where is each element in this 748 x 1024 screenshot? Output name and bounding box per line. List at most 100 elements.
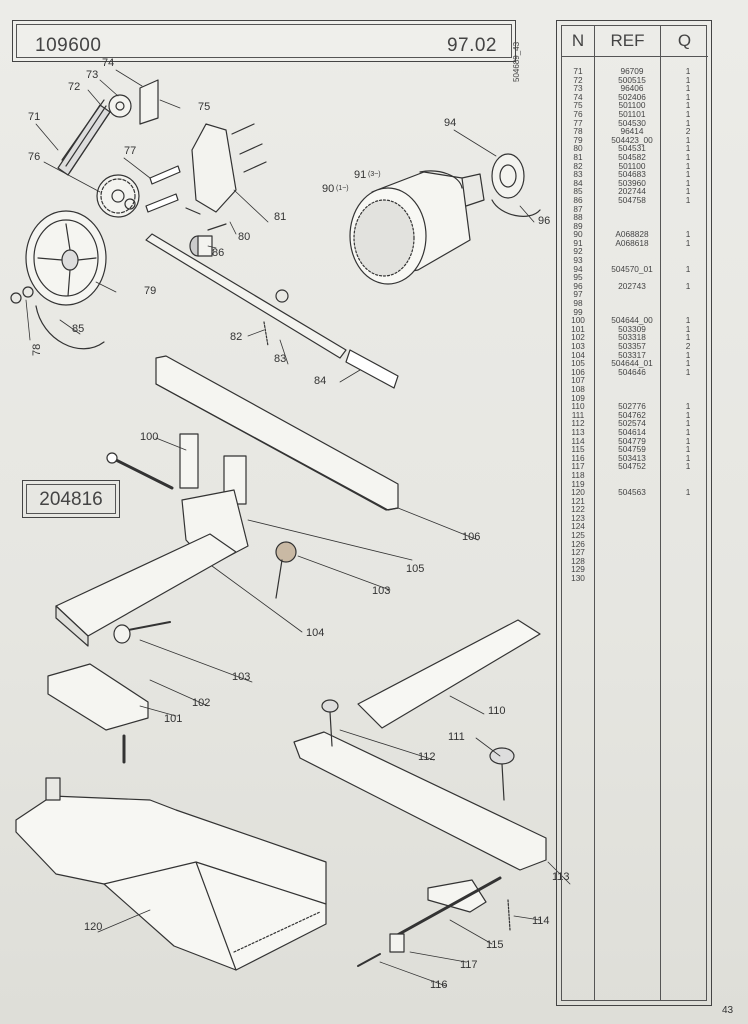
header-n: N xyxy=(562,26,594,57)
row-number: 88 xyxy=(573,212,583,223)
row-ref: 503317 xyxy=(618,349,646,360)
callout-83: 83 xyxy=(274,353,286,365)
row-number: 114 xyxy=(571,435,585,446)
callout-86: 86 xyxy=(212,247,224,259)
row-number: 107 xyxy=(571,375,585,386)
row-number: 104 xyxy=(571,349,585,360)
row-qty: 1 xyxy=(685,108,691,119)
callout-81: 81 xyxy=(274,211,286,223)
row-number: 92 xyxy=(573,246,583,257)
row-number: 103 xyxy=(571,341,585,351)
page-number: 43 xyxy=(722,1005,734,1016)
row-qty: 1 xyxy=(685,169,691,180)
arm-washer-part xyxy=(275,289,289,303)
knob-111-part xyxy=(489,747,515,801)
row-qty: 1 xyxy=(685,401,691,412)
table-row: 93 xyxy=(562,256,708,265)
row-number: 78 xyxy=(573,126,583,137)
spring-82-part xyxy=(263,321,269,347)
row-qty: 1 xyxy=(685,444,691,455)
row-ref: 504644_00 xyxy=(611,315,653,326)
revision-date: 97.02 xyxy=(446,35,497,56)
row-qty: 1 xyxy=(685,452,691,463)
table-row: 119 xyxy=(562,479,708,489)
row-number: 86 xyxy=(573,194,583,205)
row-number: 106 xyxy=(571,366,585,377)
callout-75: 75 xyxy=(198,101,210,113)
row-ref: 96414 xyxy=(620,126,644,137)
row-number: 76 xyxy=(573,108,583,119)
callout-117: 117 xyxy=(460,959,478,971)
row-ref: 504563 xyxy=(618,487,646,498)
row-ref: 96406 xyxy=(620,83,644,94)
belt-96-part xyxy=(491,199,541,217)
row-qty: 2 xyxy=(685,341,691,351)
row-number: 81 xyxy=(573,151,583,162)
row-qty: 1 xyxy=(685,237,691,248)
row-qty: 1 xyxy=(685,409,691,420)
sub-assembly-box: 204816 xyxy=(22,480,120,518)
row-number: 130 xyxy=(571,573,585,584)
row-qty: 1 xyxy=(685,143,691,154)
table-row: 127 xyxy=(562,548,708,557)
row-number: 110 xyxy=(571,401,585,412)
table-row: 123 xyxy=(562,514,708,523)
table-row: 121 xyxy=(562,497,708,506)
angle-bracket-part xyxy=(55,489,249,647)
row-number: 124 xyxy=(571,521,585,532)
row-number: 83 xyxy=(573,169,583,180)
row-qty: 1 xyxy=(685,177,691,188)
row-qty: 1 xyxy=(685,315,691,326)
row-ref: 503413 xyxy=(618,452,646,463)
row-number: 102 xyxy=(571,332,585,343)
row-number: 112 xyxy=(571,418,585,429)
pins-part xyxy=(145,165,181,213)
leader-lines xyxy=(25,69,571,987)
row-number: 95 xyxy=(573,272,583,283)
row-ref: 502574 xyxy=(618,418,646,429)
row-qty: 1 xyxy=(685,263,691,274)
row-qty: 1 xyxy=(685,487,691,498)
clamp-handle-part xyxy=(113,541,297,644)
callout-114: 114 xyxy=(532,915,550,927)
row-qty: 1 xyxy=(685,134,691,145)
product-code: 109600 xyxy=(35,35,102,56)
callout-110: 110 xyxy=(488,705,506,717)
callout-94: 94 xyxy=(444,117,456,129)
row-number: 74 xyxy=(573,91,583,102)
row-ref: A068618 xyxy=(615,237,649,248)
callout-labels: 71 72 73 74 75 76 77 78 79 80 81 82 83 8… xyxy=(28,57,570,991)
row-qty: 1 xyxy=(685,358,691,369)
row-number: 94 xyxy=(573,263,583,274)
table-row: 125 xyxy=(562,531,708,540)
table-row: 108 xyxy=(562,385,708,394)
row-number: 113 xyxy=(571,426,585,437)
row-qty: 1 xyxy=(685,426,691,437)
row-number: 79 xyxy=(573,134,583,145)
row-ref: 501100 xyxy=(618,160,646,171)
small-sprocket-part xyxy=(108,94,132,118)
callout-90-suffix: (1~) xyxy=(336,185,349,192)
row-ref: 504779 xyxy=(618,435,646,446)
shaft-bracket-part xyxy=(389,876,511,953)
row-qty: 1 xyxy=(685,194,691,205)
label-plate-part xyxy=(345,349,399,389)
row-number: 125 xyxy=(571,530,585,541)
row-ref: 501100 xyxy=(618,100,646,111)
row-number: 111 xyxy=(571,409,585,420)
table-row: 109 xyxy=(562,393,708,403)
